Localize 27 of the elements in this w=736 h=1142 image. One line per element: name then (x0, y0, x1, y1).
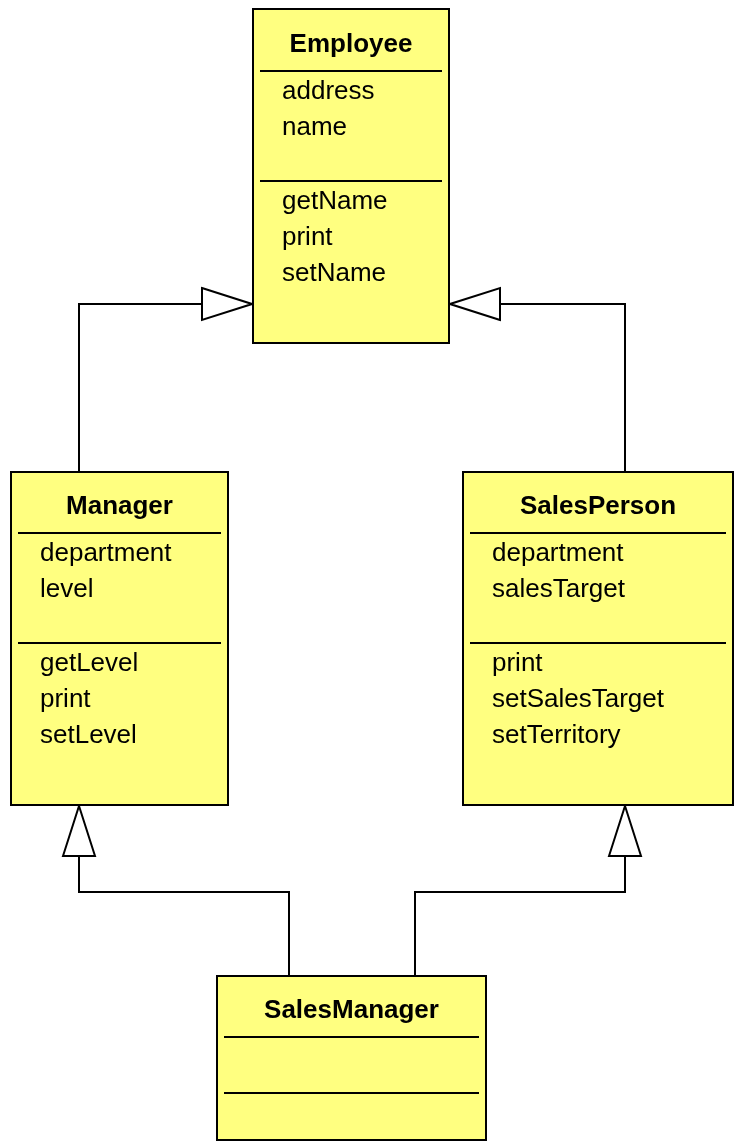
operation-text: setName (282, 256, 387, 289)
attribute-text: salesTarget (492, 572, 625, 605)
operation-text: print (40, 682, 91, 715)
operation-text: print (492, 646, 543, 679)
class-box (252, 8, 450, 344)
operation-text: setTerritory (492, 718, 621, 751)
operation-text: setLevel (40, 718, 137, 751)
inheritance-arrow (414, 805, 642, 976)
operation-text: print (282, 220, 333, 253)
operation-text: setSalesTarget (492, 682, 664, 715)
inheritance-arrow (78, 287, 253, 472)
operation-text: getLevel (40, 646, 139, 679)
attribute-text: level (40, 572, 94, 605)
class-box (462, 471, 734, 806)
class-box (10, 471, 229, 806)
class-name: SalesPerson (519, 489, 677, 521)
class-box (216, 975, 487, 1141)
inheritance-arrow (449, 287, 626, 472)
class-name: SalesManager (264, 993, 439, 1025)
class-name: Employee (289, 26, 413, 59)
inheritance-arrow (62, 805, 290, 976)
attribute-text: name (282, 110, 348, 143)
attribute-text: department (40, 536, 172, 569)
class-name: Manager (66, 489, 173, 521)
operation-text: getName (282, 184, 388, 217)
attribute-text: address (282, 74, 375, 107)
attribute-text: department (492, 536, 624, 569)
